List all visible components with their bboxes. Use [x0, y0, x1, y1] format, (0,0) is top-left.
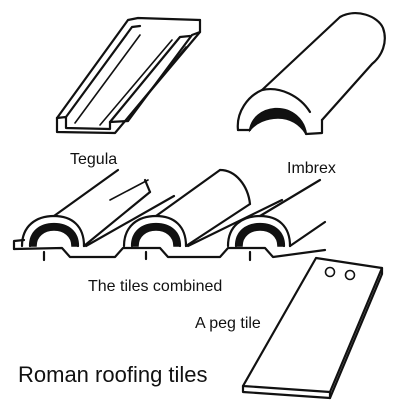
imbrex-label: Imbrex: [287, 160, 336, 177]
combined-tiles-drawing: [12, 168, 327, 262]
peg-hole-left: [324, 266, 336, 278]
peg-tile-drawing: [241, 256, 384, 400]
tegula-drawing: [55, 16, 202, 135]
peg-tile-label: A peg tile: [195, 315, 261, 332]
diagram-title: Roman roofing tiles: [18, 362, 208, 387]
combined-tiles-label: The tiles combined: [88, 278, 223, 295]
imbrex-drawing: [236, 12, 386, 136]
tegula-label: Tegula: [70, 151, 118, 168]
peg-hole-right: [344, 269, 356, 281]
